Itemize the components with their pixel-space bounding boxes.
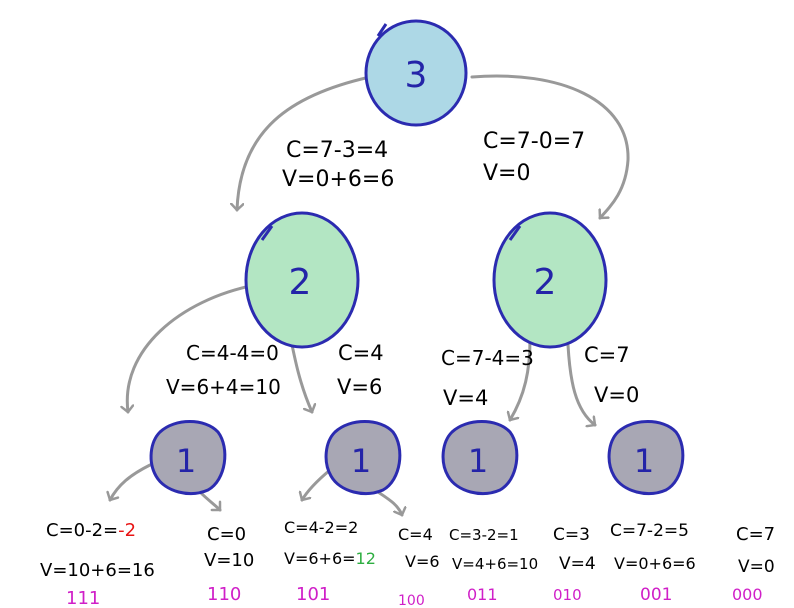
- outcome-010-c: C=3: [553, 525, 590, 545]
- leaf-outcome-000: C=7 V=0 000: [732, 524, 775, 604]
- edge-root-left-v: V=0+6=6: [282, 167, 394, 192]
- edge-leaf2-left: [302, 468, 332, 500]
- outcome-111-c: C=0-2=-2: [46, 520, 136, 541]
- outcome-110-v: V=10: [204, 550, 254, 571]
- edge-right-left-c: C=7-4=3: [441, 346, 534, 370]
- outcome-001-bits: 001: [640, 585, 672, 605]
- outcome-011-bits: 011: [467, 585, 498, 604]
- outcome-010-v: V=4: [559, 554, 596, 574]
- root-node: 3: [364, 19, 468, 127]
- leaf-outcome-011: C=3-2=1 V=4+6=10 011: [449, 526, 538, 604]
- edge-right-left-v: V=4: [443, 386, 488, 410]
- edge-root-left: [237, 75, 372, 210]
- leaf-node-3: 1: [441, 420, 519, 495]
- leaf-node-4-label: 1: [634, 442, 654, 480]
- edge-left-right-v: V=6: [337, 375, 382, 399]
- edge-root-right: [470, 74, 630, 220]
- right-node-label: 2: [534, 262, 557, 303]
- edge-leaf2-right: [376, 490, 402, 515]
- outcome-000-v: V=0: [738, 557, 775, 577]
- edge-root-left-c: C=7-3=4: [286, 138, 388, 163]
- outcome-011-c: C=3-2=1: [449, 526, 519, 544]
- left-node-label: 2: [289, 262, 312, 303]
- outcome-101-v: V=6+6=12: [284, 549, 376, 568]
- outcome-010-bits: 010: [553, 586, 582, 604]
- leaf-node-1: 1: [149, 420, 227, 495]
- edge-left-left-v: V=6+4=10: [166, 375, 281, 399]
- outcome-011-v: V=4+6=10: [452, 555, 538, 573]
- outcome-111-v: V=10+6=16: [40, 560, 155, 581]
- leaf-outcome-101: C=4-2=2 V=6+6=12 101: [284, 518, 376, 605]
- outcome-000-bits: 000: [732, 585, 763, 604]
- leaf-node-3-label: 1: [468, 442, 488, 480]
- leaf-node-1-label: 1: [176, 442, 196, 480]
- outcome-110-bits: 110: [207, 584, 241, 605]
- leaf-outcome-110: C=0 V=10 110: [204, 524, 254, 605]
- leaf-outcome-100: C=4 V=6 100: [398, 525, 440, 608]
- edge-left-leaf1: [127, 283, 257, 412]
- outcome-101-bits: 101: [296, 584, 330, 605]
- edge-right-right-c: C=7: [584, 343, 630, 367]
- left-node: 2: [244, 211, 360, 349]
- outcome-100-c: C=4: [398, 525, 433, 544]
- root-node-label: 3: [405, 55, 428, 96]
- leaf-outcomes: C=0-2=-2 V=10+6=16 111 C=0 V=10 110 C=4-…: [40, 518, 775, 608]
- right-node: 2: [492, 211, 608, 349]
- edge-root-right-c: C=7-0=7: [483, 129, 585, 154]
- outcome-100-bits: 100: [398, 593, 425, 608]
- edge-left-right-c: C=4: [338, 341, 384, 365]
- edge-right-right-v: V=0: [594, 383, 639, 407]
- leaf-outcome-111: C=0-2=-2 V=10+6=16 111: [40, 520, 155, 608]
- outcome-100-v: V=6: [405, 552, 440, 571]
- outcome-101-c: C=4-2=2: [284, 518, 358, 537]
- outcome-001-v: V=0+6=6: [614, 554, 696, 573]
- leaf-node-2-label: 1: [351, 442, 371, 480]
- outcome-001-c: C=7-2=5: [610, 521, 689, 541]
- edges: [110, 74, 630, 515]
- edge-right-leaf4: [566, 343, 597, 425]
- leaf-outcome-010: C=3 V=4 010: [553, 525, 596, 604]
- leaf-node-4: 1: [607, 420, 685, 495]
- edge-leaf1-left: [110, 463, 152, 500]
- edge-root-right-v: V=0: [483, 161, 530, 186]
- edge-labels: C=7-3=4 V=0+6=6 C=7-0=7 V=0 C=4-4=0 V=6+…: [166, 129, 639, 410]
- leaf-outcome-001: C=7-2=5 V=0+6=6 001: [610, 521, 696, 605]
- edge-right-leaf3: [510, 338, 532, 420]
- edge-left-left-c: C=4-4=0: [186, 341, 279, 365]
- outcome-111-bits: 111: [66, 588, 100, 608]
- outcome-000-c: C=7: [736, 524, 775, 545]
- edge-leaf1-right: [198, 490, 222, 512]
- outcome-110-c: C=0: [207, 524, 246, 545]
- leaf-node-2: 1: [324, 420, 402, 495]
